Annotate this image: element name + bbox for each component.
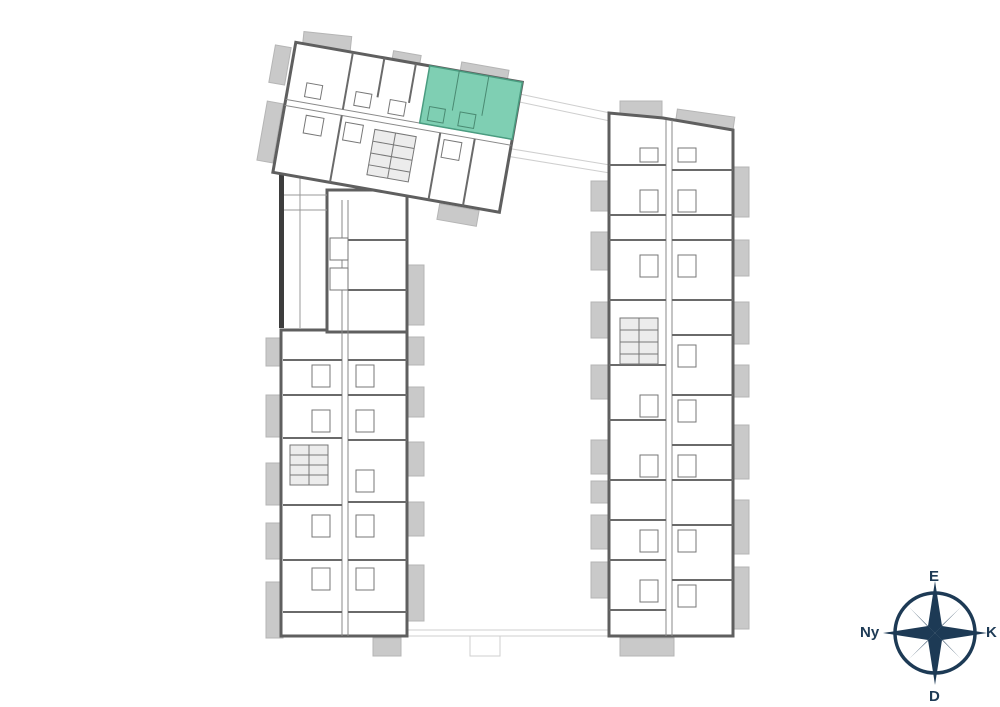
left-wing (279, 172, 409, 638)
top-block (271, 40, 525, 214)
compass-south-label: D (929, 688, 940, 705)
compass-north-label: E (929, 568, 940, 585)
compass-west-label: Ny (860, 624, 880, 641)
compass-east-label: K (986, 624, 997, 641)
courtyard-outline (408, 91, 611, 657)
selected-apartment[interactable] (418, 65, 524, 141)
compass-rose-icon (883, 581, 987, 685)
right-wing (607, 111, 735, 638)
